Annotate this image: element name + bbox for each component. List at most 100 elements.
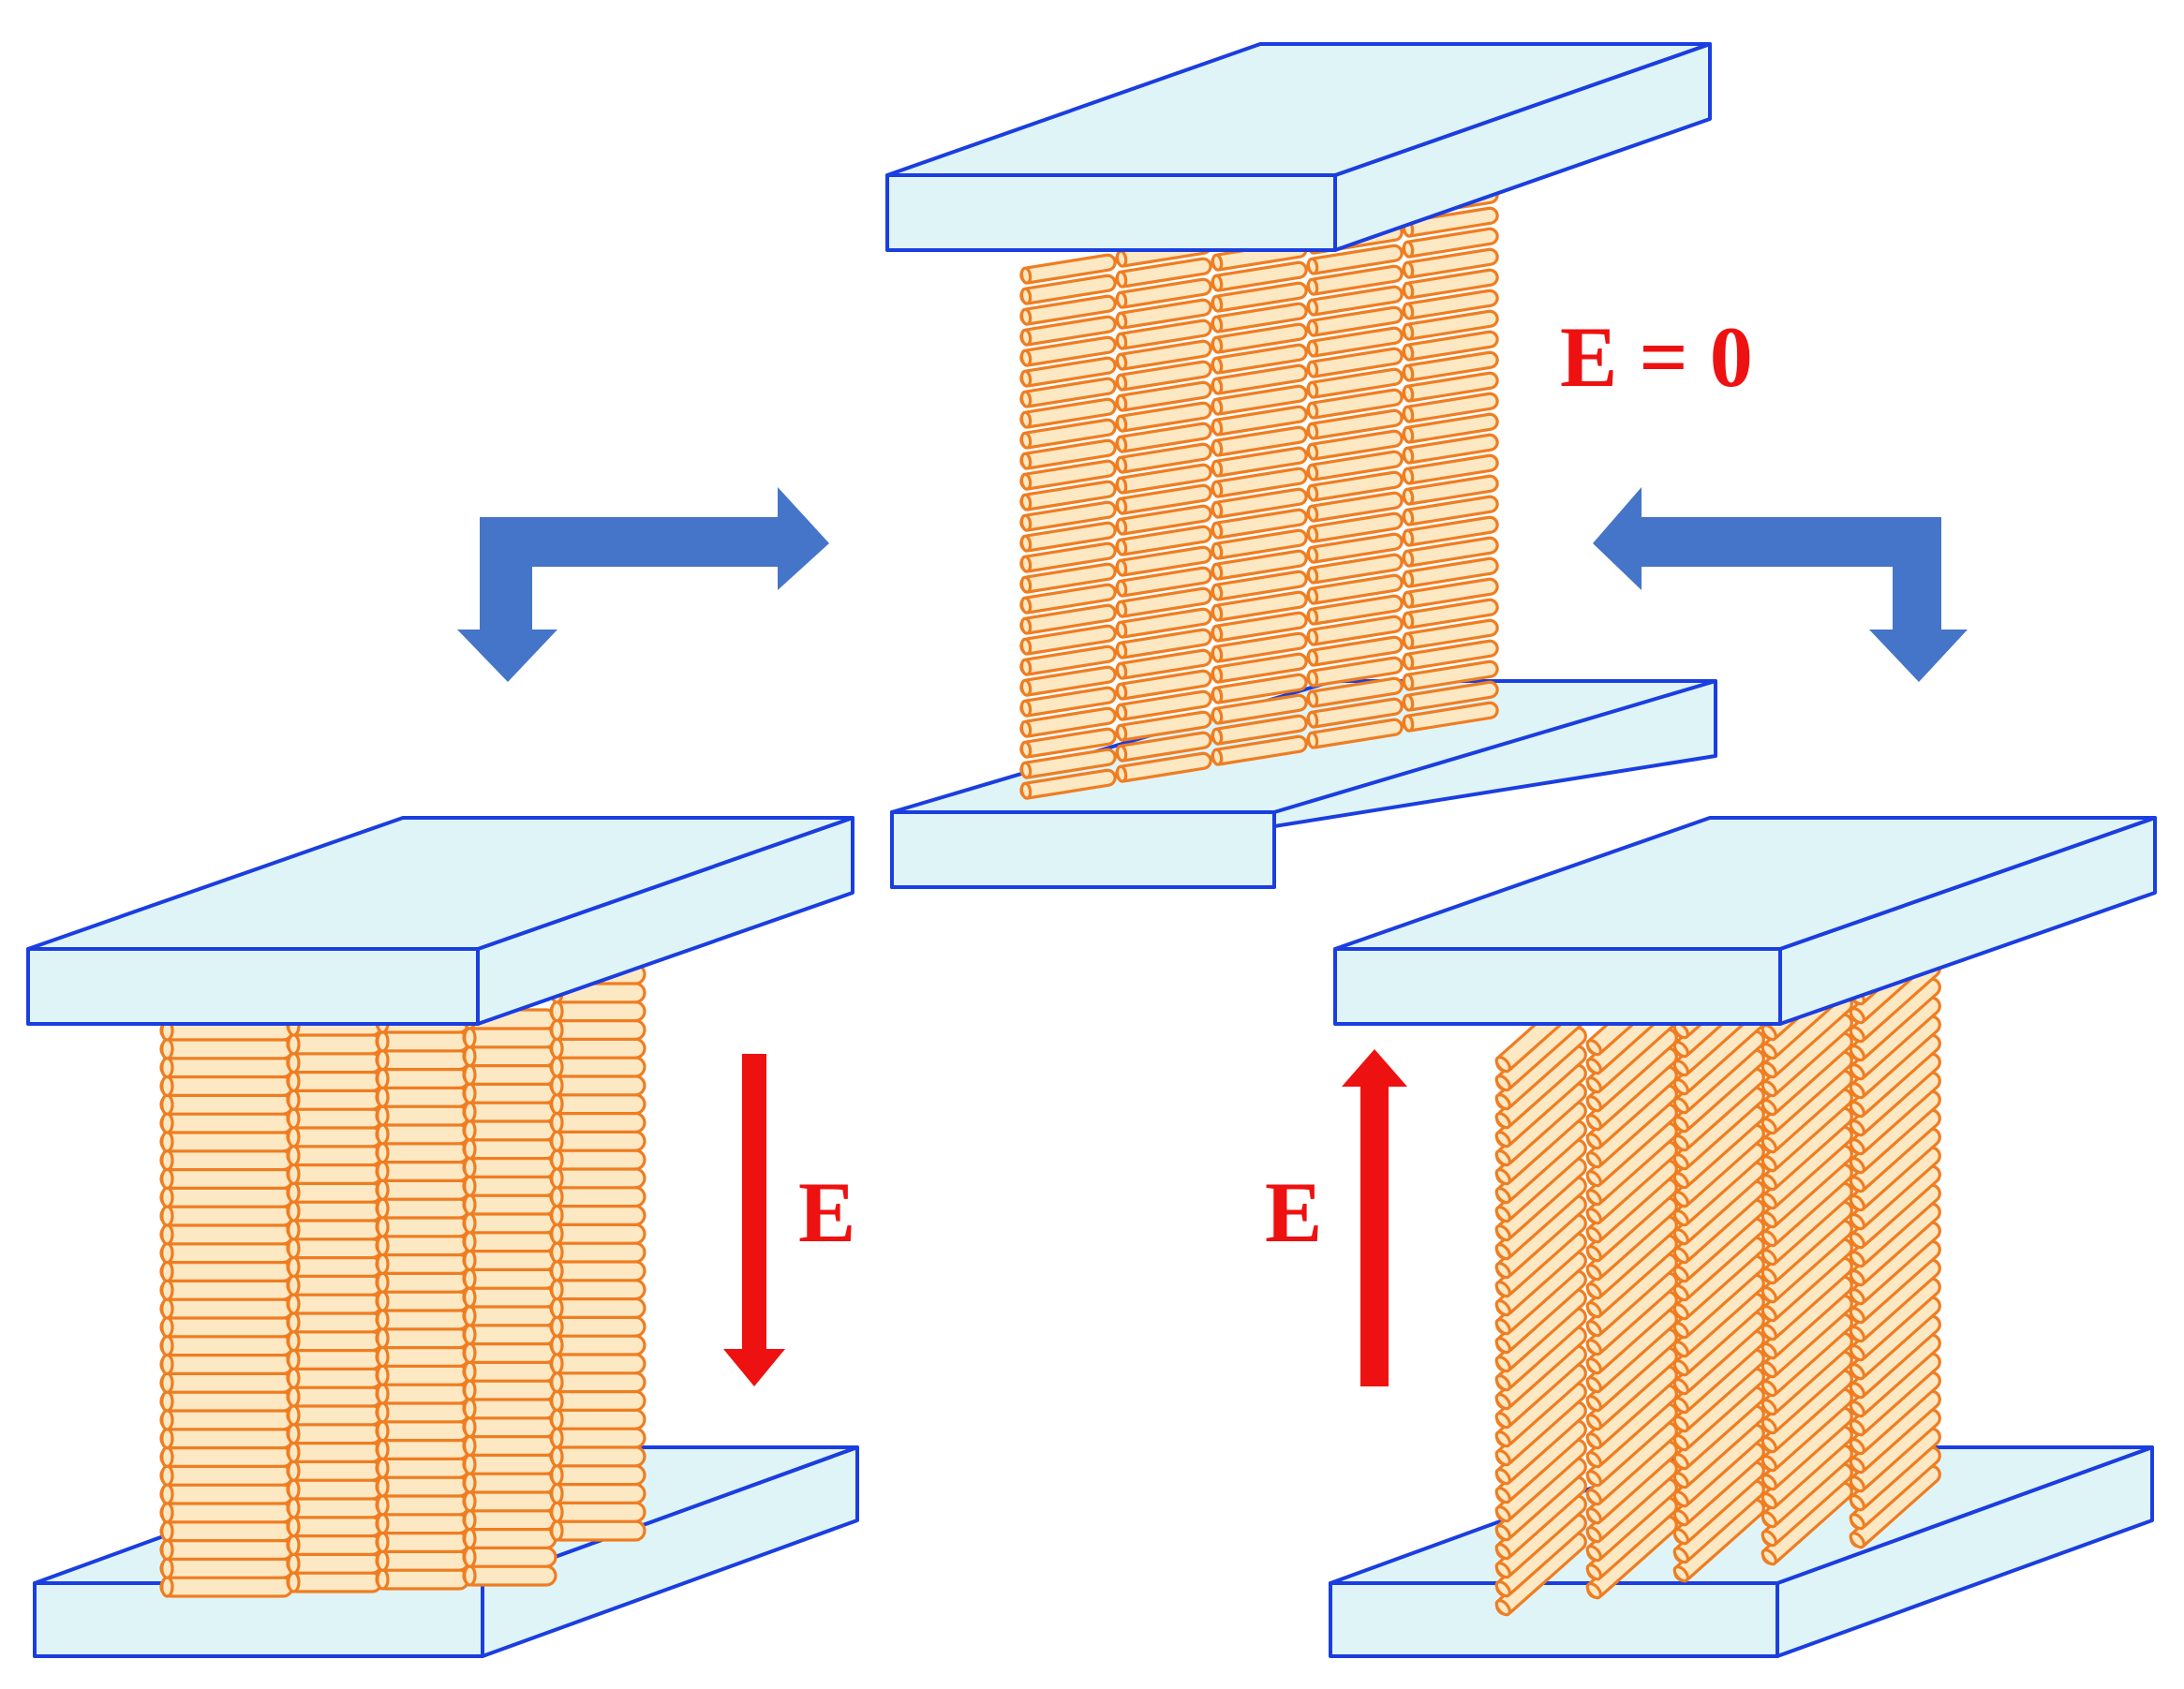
top-rod <box>1115 731 1212 763</box>
left-rod <box>159 1148 294 1172</box>
left-rod <box>286 1478 383 1501</box>
left-rod <box>462 1286 557 1309</box>
left-rod <box>286 1237 383 1260</box>
left-rod <box>549 1445 646 1468</box>
left-rod <box>549 1260 646 1282</box>
top-rod <box>1115 751 1212 783</box>
left-rod <box>549 1408 646 1430</box>
left-rod <box>375 1141 470 1164</box>
top-rod <box>1402 598 1499 630</box>
left-rod <box>549 1000 646 1023</box>
transition-arrow-left <box>457 487 829 682</box>
right-rod <box>1849 1108 1941 1193</box>
top-rod <box>1402 639 1499 671</box>
left-rod <box>375 1067 470 1090</box>
left-rod <box>375 1419 470 1443</box>
right-rod <box>1494 1119 1587 1205</box>
left-rod <box>159 1483 294 1505</box>
left-rod <box>159 1186 294 1208</box>
left-rod <box>286 1070 383 1093</box>
left-rod <box>549 1501 646 1523</box>
top-rod <box>1115 504 1212 536</box>
top-rod <box>1402 412 1499 444</box>
top-rod <box>1019 335 1117 367</box>
top-rod <box>1019 748 1117 779</box>
top-rod <box>1402 433 1499 465</box>
left-rod <box>159 1167 294 1191</box>
top-rod <box>1306 450 1404 482</box>
left-rod <box>375 1290 470 1312</box>
top-rod <box>1402 577 1499 609</box>
top-rod <box>1115 360 1212 392</box>
top-rod <box>1306 718 1404 749</box>
left-rod <box>462 1564 557 1587</box>
right-rod <box>1849 1052 1941 1137</box>
left-rod <box>549 1185 646 1208</box>
left-rod <box>159 1223 294 1246</box>
left-rod <box>375 1104 470 1127</box>
right-rod <box>1849 996 1941 1081</box>
left-rod <box>375 1216 470 1238</box>
left-rod <box>286 1051 383 1074</box>
top-rod <box>1402 371 1499 403</box>
top-rod <box>1019 541 1117 573</box>
top-rod <box>1402 515 1499 547</box>
top-rod <box>1019 253 1117 285</box>
top-rod <box>1019 418 1117 450</box>
left-rod <box>462 1527 557 1550</box>
top-cell: E = 0 <box>885 42 1753 889</box>
left-rod <box>375 1123 470 1146</box>
left-rod <box>462 1490 557 1513</box>
left-rod <box>462 1119 557 1142</box>
left-rod <box>375 1512 470 1535</box>
top-rod <box>1211 281 1308 313</box>
top-rod <box>1306 347 1404 378</box>
top-rod <box>1019 706 1117 738</box>
top-rod <box>1019 768 1117 800</box>
top-rod <box>1306 594 1404 626</box>
left-rod <box>462 1193 557 1216</box>
top-rod <box>1402 392 1499 423</box>
left-rod <box>286 1144 383 1167</box>
left-rod <box>159 1093 294 1116</box>
left-rod <box>462 1063 557 1087</box>
top-rod <box>1402 268 1499 300</box>
right-rod <box>1761 1088 1853 1173</box>
left-rod <box>462 1267 557 1290</box>
left-rod <box>462 1472 557 1494</box>
left-rod <box>462 1175 557 1197</box>
left-rod <box>159 1427 294 1450</box>
transition-arrow-right <box>1593 487 1968 682</box>
top-rod <box>1115 298 1212 330</box>
left-rod <box>462 1546 557 1568</box>
top-rod <box>1306 491 1404 523</box>
top-rod <box>1019 686 1117 718</box>
right-rod <box>1761 1163 1853 1248</box>
right-cell-upper-plate <box>1333 816 2157 1026</box>
top-rod <box>1211 508 1308 540</box>
left-rod <box>549 1370 646 1394</box>
left-rod <box>159 1297 294 1320</box>
top-rod <box>1402 680 1499 712</box>
top-rod <box>1211 487 1308 519</box>
top-rod <box>1402 474 1499 506</box>
left-rod <box>375 1086 470 1108</box>
top-rod <box>1115 463 1212 495</box>
left-rod <box>286 1348 383 1371</box>
top-rod <box>1019 438 1117 470</box>
left-rod <box>549 1519 646 1542</box>
top-rod <box>1306 553 1404 585</box>
top-rod <box>1115 607 1212 639</box>
left-rod <box>286 1497 383 1519</box>
left-rod <box>462 1379 557 1401</box>
top-rod <box>1211 652 1308 684</box>
left-rod <box>375 1345 470 1369</box>
top-rod <box>1019 500 1117 532</box>
top-rod <box>1211 693 1308 725</box>
left-rod <box>159 1131 294 1153</box>
right-field-label: E <box>1265 1164 1322 1260</box>
top-rod <box>1019 294 1117 326</box>
top-rod <box>1115 586 1212 618</box>
top-rod <box>1306 264 1404 296</box>
